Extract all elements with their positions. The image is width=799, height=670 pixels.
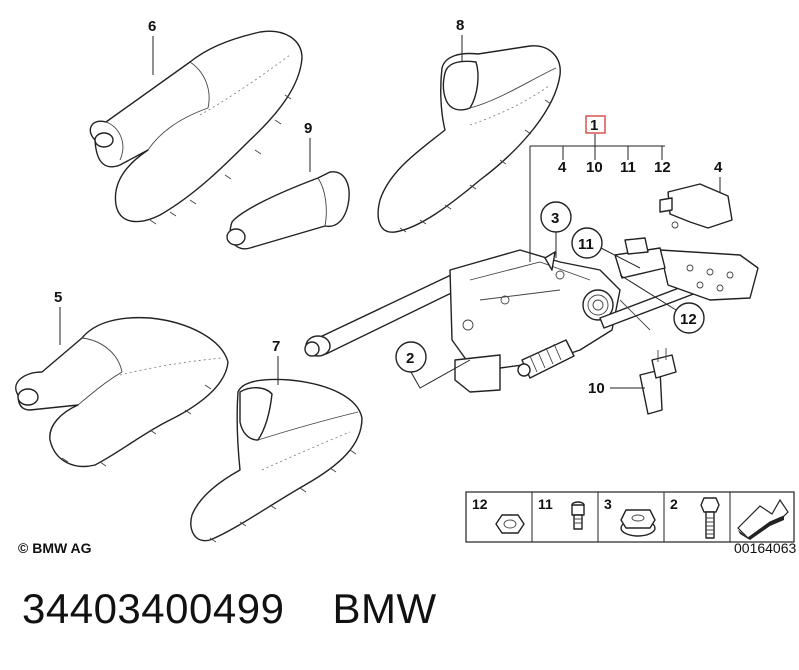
- callout-11-group: 11: [620, 159, 636, 176]
- part-7-grip-cover: [190, 378, 363, 543]
- copyright-text: © BMW AG: [18, 540, 92, 556]
- part-6-grip-cover: [89, 30, 303, 225]
- callout-6: 6: [148, 18, 156, 35]
- part-4-bracket: [659, 183, 733, 229]
- callout-12-circle: [673, 302, 705, 334]
- callout-3: 3: [551, 210, 559, 227]
- diagram-code: 00164063: [734, 540, 797, 556]
- callout-4-group: 4: [558, 159, 567, 176]
- bolt-short-icon: [571, 501, 585, 530]
- part-1-highlight-box: [585, 115, 606, 134]
- callout-8: 8: [456, 17, 464, 34]
- callout-9: 9: [304, 120, 312, 137]
- part-10-bracket: [639, 348, 677, 415]
- leader-1: [529, 134, 665, 262]
- leader-11: [600, 247, 641, 269]
- flange-nut-icon: [620, 509, 656, 537]
- part-number-caption: 34403400499 BMW: [22, 585, 437, 633]
- bolt-long-icon: [700, 497, 720, 539]
- callout-12: 12: [680, 311, 697, 328]
- legend-item-3-number: 3: [604, 496, 612, 512]
- callout-10-group: 10: [586, 159, 603, 176]
- leader-12: [619, 274, 677, 311]
- callout-12-group: 12: [654, 159, 671, 176]
- leader-2: [410, 359, 471, 389]
- callout-1: 1: [590, 117, 598, 134]
- part-5-grip-cover: [15, 316, 229, 468]
- part-9-grip-sleeve: [226, 171, 350, 250]
- callout-11-circle: [571, 227, 603, 259]
- nut-icon: [495, 514, 525, 534]
- view-direction-arrow-icon: [737, 498, 789, 540]
- brand-name: BMW: [332, 585, 437, 632]
- part-10-adjuster-cluster: [614, 237, 759, 301]
- legend-item-12-number: 12: [472, 496, 488, 512]
- fastener-legend: 12 11 3 2: [465, 491, 795, 543]
- part-number: 34403400499: [22, 585, 285, 632]
- callout-7: 7: [272, 338, 280, 355]
- legend-item-11-number: 11: [538, 496, 553, 512]
- callout-2: 2: [406, 350, 414, 367]
- legend-item-2-number: 2: [670, 496, 678, 512]
- callout-5: 5: [54, 289, 62, 306]
- callout-11: 11: [578, 236, 594, 253]
- callout-10: 10: [588, 380, 605, 397]
- part-8-grip-cover: [377, 45, 561, 233]
- callout-4: 4: [714, 159, 723, 176]
